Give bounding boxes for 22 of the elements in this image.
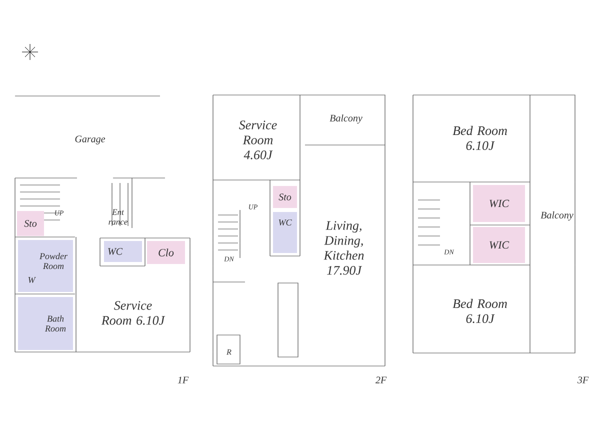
room-label: Balcony: [540, 211, 574, 221]
room-box: Bath Room: [18, 297, 73, 350]
room-box: Sto: [17, 211, 44, 236]
room-label: 3F: [577, 376, 589, 384]
room-label: Ent rance: [108, 209, 128, 225]
room-box: Powder Room W: [18, 240, 73, 292]
room-label: 1F: [178, 376, 189, 384]
room-label: Bed Room 6.10J: [452, 126, 507, 150]
room-label: 2F: [375, 376, 387, 384]
room-box: WC: [104, 241, 142, 262]
room-label: Service Room 6.10J: [101, 301, 166, 325]
room-box: Clo: [147, 241, 185, 264]
room-label: Service Room 4.60J: [239, 120, 277, 160]
room-label: Garage: [75, 136, 106, 144]
room-box: WIC: [473, 227, 525, 263]
room-label: R: [226, 349, 232, 355]
room-label: Bed Room 6.10J: [452, 298, 507, 324]
room-box: WC: [273, 212, 297, 253]
room-box: Sto: [273, 186, 297, 208]
room-label: Balcony: [330, 114, 362, 124]
room-label: Living, Dining, Kitchen 17.90J: [324, 221, 364, 275]
room-box: WIC: [473, 185, 525, 222]
